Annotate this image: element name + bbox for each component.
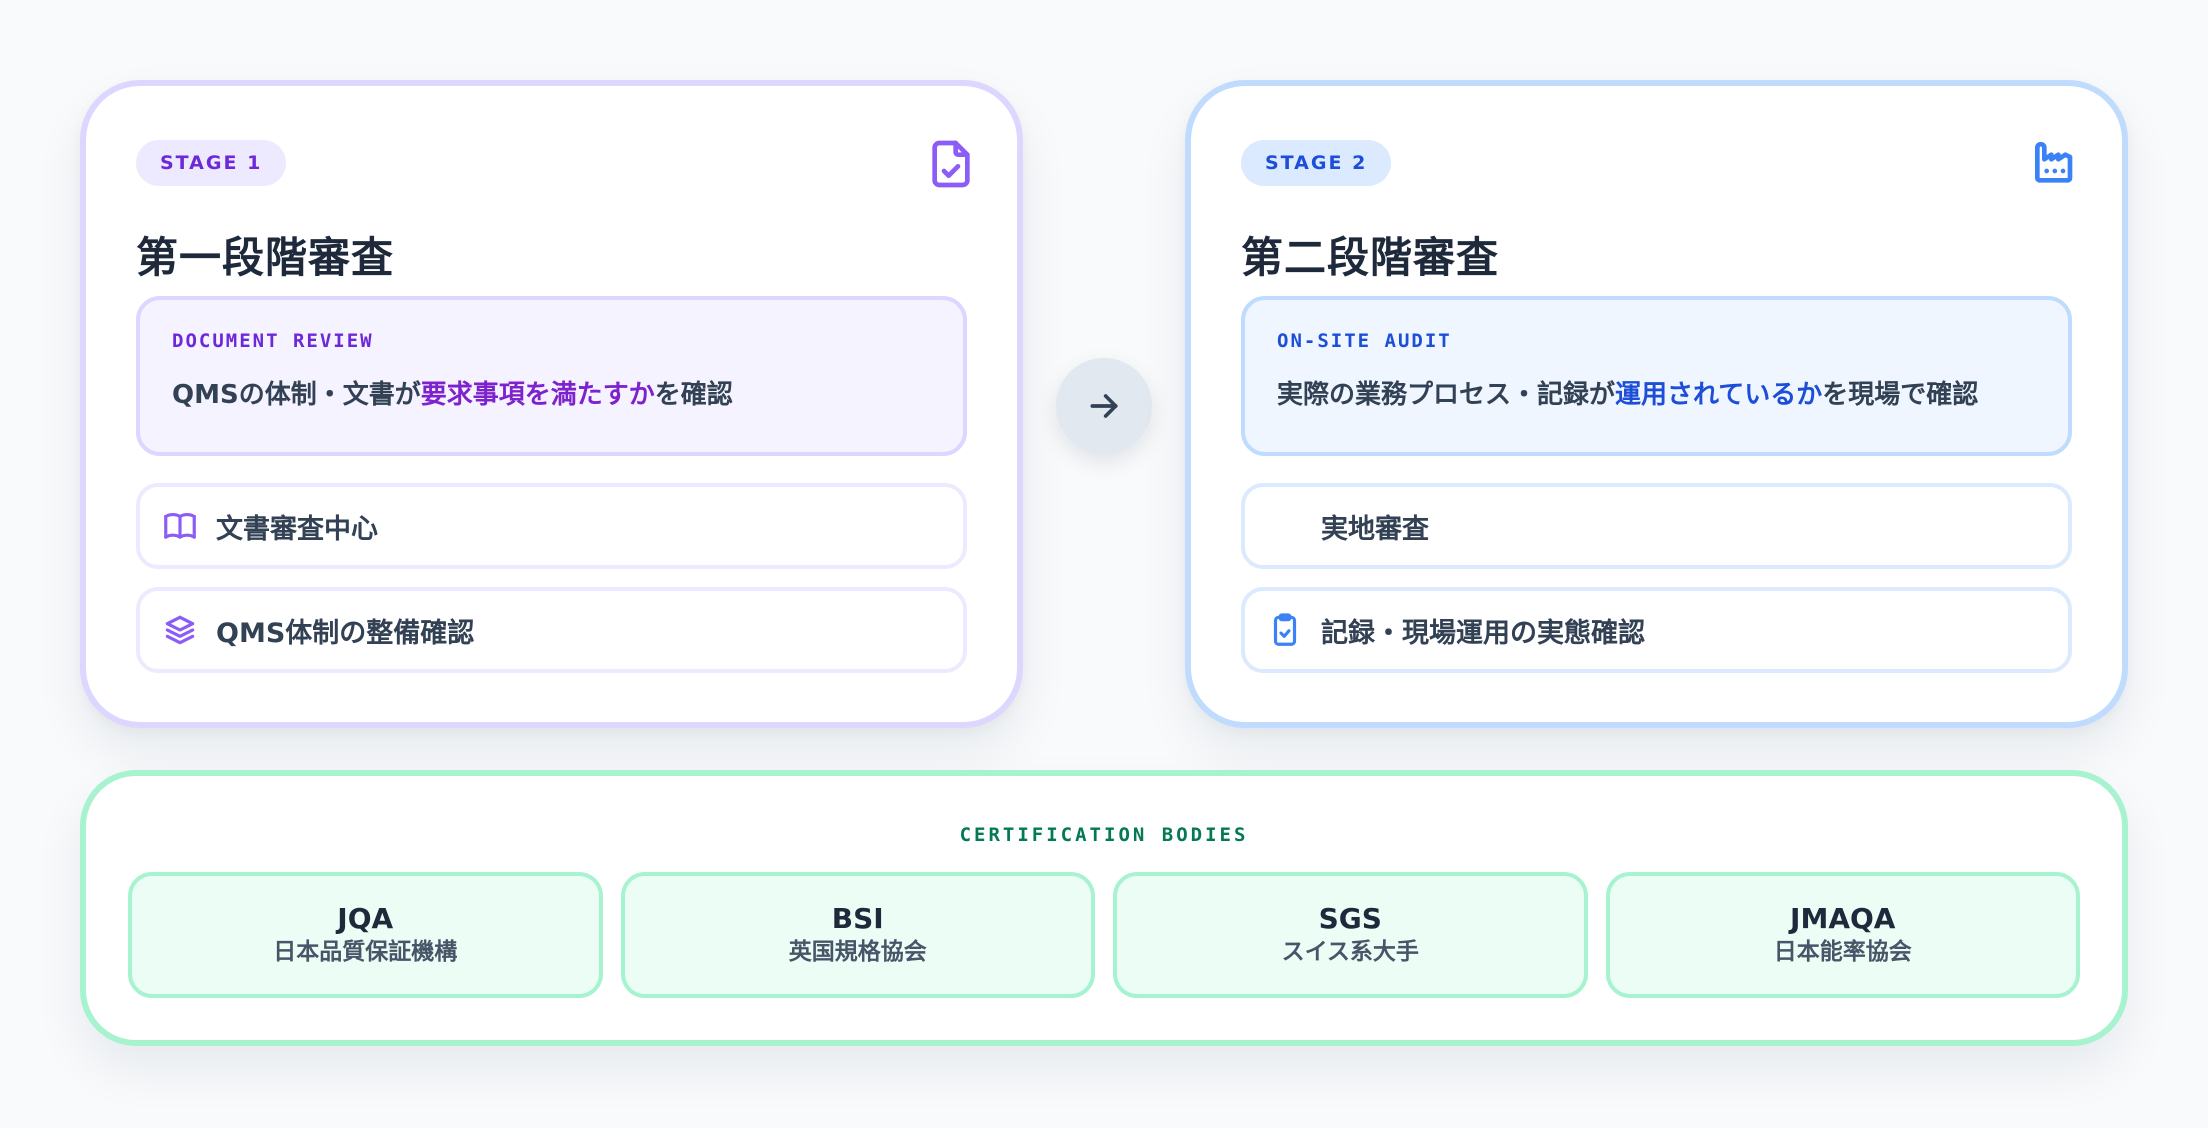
clipboard-check-icon: [1265, 610, 1305, 650]
stage-item: QMS体制の整備確認: [136, 587, 967, 673]
body-description: 日本能率協会: [1773, 939, 1912, 965]
flow-arrow: [1056, 358, 1152, 454]
body-name: BSI: [831, 902, 884, 935]
certification-body-chip: BSI 英国規格協会: [620, 872, 1095, 998]
stage-1-card: STAGE 1 第一段階審査 DOCUMENT REVIEW QMSの体制・文書…: [80, 80, 1023, 728]
factory-icon: [2028, 136, 2084, 192]
stage-item: 実地審査: [1241, 483, 2072, 569]
stage-2-card: STAGE 2 第二段階審査 ON-SITE AUDIT 実際の業務プロセス・記…: [1185, 80, 2128, 728]
certification-body-list: JQA 日本品質保証機構 BSI 英国規格協会 SGS スイス系大手 JMAQA…: [128, 872, 2080, 998]
stage-badge: STAGE 1: [136, 140, 287, 186]
summary-text-end: を確認: [654, 380, 733, 410]
summary-emphasis: 要求事項を満たすか: [420, 380, 655, 410]
stage-title: 第二段階審査: [1241, 233, 1500, 282]
summary-label: DOCUMENT REVIEW: [172, 330, 374, 352]
certification-body-chip: JQA 日本品質保証機構: [128, 872, 603, 998]
body-description: 英国規格協会: [788, 939, 927, 965]
certification-body-chip: SGS スイス系大手: [1113, 872, 1588, 998]
summary-label: ON-SITE AUDIT: [1277, 330, 1452, 352]
summary-text-start: QMSの体制・文書が: [172, 380, 421, 410]
layers-icon: [160, 610, 200, 650]
stage-title: 第一段階審査: [136, 233, 395, 282]
body-name: JMAQA: [1790, 902, 1896, 935]
certification-body-chip: JMAQA 日本能率協会: [1605, 872, 2080, 998]
certification-bodies-panel: CERTIFICATION BODIES JQA 日本品質保証機構 BSI 英国…: [80, 770, 2128, 1046]
body-description: スイス系大手: [1281, 939, 1419, 965]
stage-item-label: 記録・現場運用の実態確認: [1321, 617, 1645, 649]
summary-text: QMSの体制・文書が要求事項を満たすかを確認: [172, 374, 931, 411]
stage-item-label: 実地審査: [1321, 513, 1429, 545]
body-description: 日本品質保証機構: [273, 939, 458, 965]
stage-summary-box: ON-SITE AUDIT 実際の業務プロセス・記録が運用されているかを現場で確…: [1241, 296, 2072, 456]
book-open-icon: [160, 506, 200, 546]
stage-summary-box: DOCUMENT REVIEW QMSの体制・文書が要求事項を満たすかを確認: [136, 296, 967, 456]
body-name: JQA: [337, 902, 394, 935]
file-check-icon: [923, 136, 979, 192]
body-name: SGS: [1318, 902, 1382, 935]
blank-icon-slot: [1265, 506, 1305, 546]
arrow-right-icon: [1090, 394, 1118, 418]
stage-item: 記録・現場運用の実態確認: [1241, 587, 2072, 673]
summary-text-end: を現場で確認: [1822, 380, 1979, 410]
stage-item-label: QMS体制の整備確認: [216, 617, 475, 649]
section-label: CERTIFICATION BODIES: [959, 824, 1249, 846]
stage-badge: STAGE 2: [1241, 140, 1392, 186]
stage-item: 文書審査中心: [136, 483, 967, 569]
summary-text-start: 実際の業務プロセス・記録が: [1277, 380, 1616, 410]
summary-text: 実際の業務プロセス・記録が運用されているかを現場で確認: [1277, 374, 2036, 411]
stage-item-label: 文書審査中心: [216, 513, 378, 545]
summary-emphasis: 運用されているか: [1615, 380, 1823, 410]
